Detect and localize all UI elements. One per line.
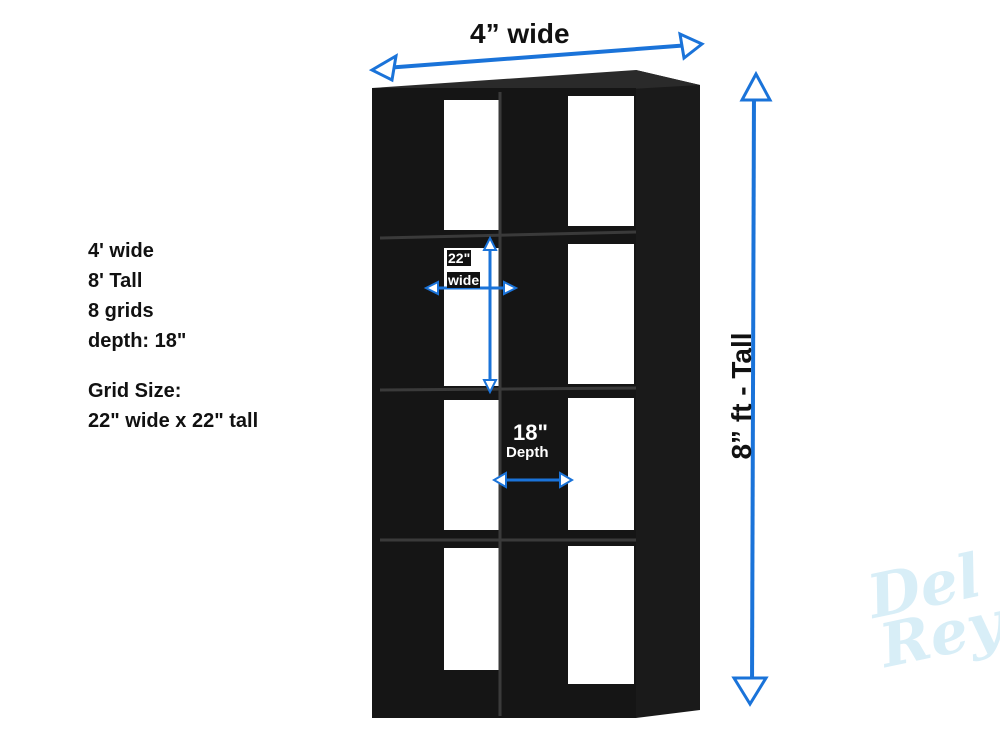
cell-width-word: wide [447, 272, 481, 288]
cell-height-arrow [482, 235, 498, 395]
shelf-side-panel [636, 70, 700, 718]
depth-word: Depth [506, 444, 549, 461]
grid-size-title: Grid Size: [88, 380, 182, 402]
spec-gap [88, 356, 258, 376]
height-label: 8” ft - Tall [726, 332, 757, 460]
width-label: 4” wide [470, 18, 570, 49]
height-arrow [731, 70, 773, 707]
cell-height-label: 22" tall [474, 310, 490, 355]
cell-width-value: 22" [447, 250, 472, 266]
depth-value: 18" [513, 420, 548, 445]
specs-panel: 4' wide 8' Tall 8 grids depth: 18" Grid … [88, 236, 258, 436]
cell-width-arrow [423, 280, 519, 296]
width-arrow [368, 31, 705, 83]
spec-depth: depth: 18" [88, 330, 187, 352]
depth-arrow [492, 471, 574, 489]
spec-height: 8' Tall [88, 270, 143, 292]
spec-width: 4' wide [88, 240, 154, 262]
grid-size-value: 22" wide x 22" tall [88, 410, 259, 432]
shelf-edges [379, 92, 637, 716]
spec-grids: 8 grids [88, 300, 154, 322]
